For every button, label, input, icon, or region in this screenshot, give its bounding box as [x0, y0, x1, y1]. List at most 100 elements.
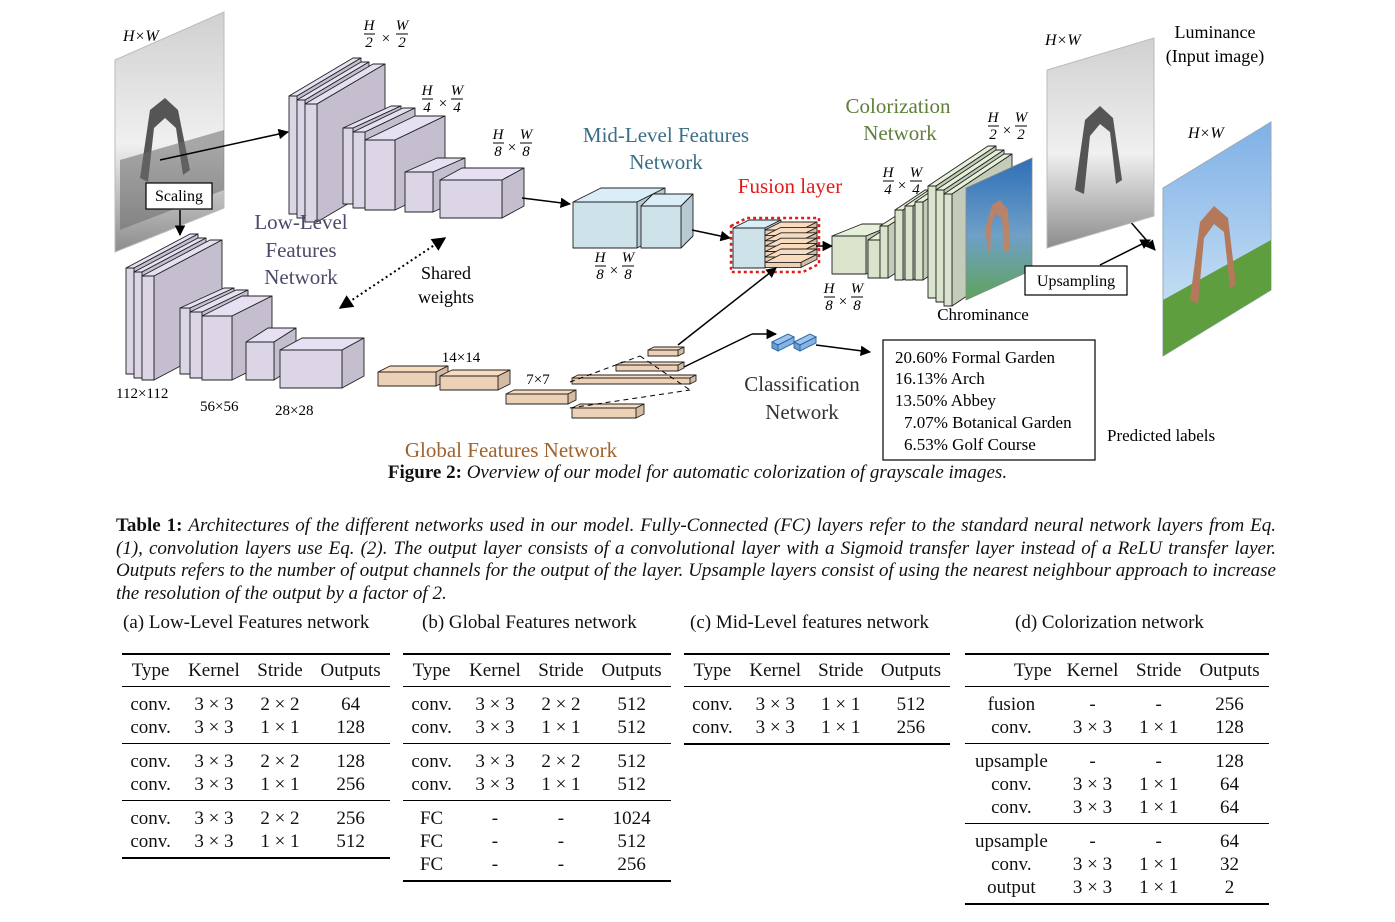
mid-level-layer — [640, 193, 694, 249]
table-cell-stride: 1 × 1 — [260, 774, 300, 795]
table-cell-stride: 2 × 2 — [260, 694, 300, 715]
table-cell-outputs: 64 — [341, 694, 361, 715]
global-layer — [571, 403, 645, 419]
table-cell-type: conv. — [692, 717, 733, 738]
colorization-title-2: Network — [863, 121, 937, 145]
table-cell-outputs: 2 — [1224, 877, 1235, 898]
table-cell-type: conv. — [692, 694, 733, 715]
prediction-4: 7.07% Botanical Garden — [904, 413, 1072, 432]
global-features-title: Global Features Network — [405, 438, 618, 462]
dim-112: 112×112 — [116, 386, 168, 402]
table-row: fusion--256 — [965, 687, 1269, 717]
table-cell-type: conv. — [130, 831, 171, 852]
low-level-layer — [279, 337, 365, 389]
luminance-image — [1046, 37, 1155, 249]
svg-text:×: × — [610, 263, 618, 279]
svg-text:8: 8 — [596, 267, 604, 283]
svg-text:×: × — [382, 31, 390, 47]
subtable-d-caption: (d) Colorization network — [1015, 612, 1204, 633]
svg-text:4: 4 — [423, 100, 431, 116]
global-layer — [439, 369, 511, 391]
table-cell-kernel: - — [491, 808, 499, 829]
svg-text:H: H — [492, 127, 505, 143]
table-cell-stride: 2 × 2 — [260, 751, 300, 772]
svg-text:H: H — [823, 281, 836, 297]
subtable-a-caption: (a) Low-Level Features network — [123, 612, 370, 633]
svg-text:Scaling: Scaling — [155, 188, 203, 205]
table-cell-kernel: 3 × 3 — [755, 717, 795, 738]
low-level-title-3: Network — [264, 265, 338, 289]
column-header-stride: Stride — [818, 660, 864, 681]
table-cell-outputs: 512 — [336, 831, 365, 852]
svg-text:×: × — [898, 178, 906, 194]
column-header-stride: Stride — [257, 660, 303, 681]
column-header-type: Type — [693, 660, 732, 681]
shared-weights-label-1: Shared — [421, 263, 471, 283]
classification-title-1: Classification — [744, 372, 860, 396]
table-cell-stride: 1 × 1 — [1139, 717, 1179, 738]
table-cell-outputs: 1024 — [612, 808, 651, 829]
svg-text:W: W — [451, 83, 465, 99]
global-layer — [571, 374, 697, 385]
svg-text:8: 8 — [624, 267, 632, 283]
table-cell-stride: - — [557, 831, 565, 852]
svg-text:×: × — [839, 294, 847, 310]
table-cell-type: conv. — [130, 694, 171, 715]
column-header-kernel: Kernel — [469, 660, 521, 681]
svg-text:×: × — [508, 140, 516, 156]
svg-text:W: W — [520, 127, 534, 143]
subtable-b-caption: (b) Global Features network — [422, 612, 637, 633]
table-cell-kernel: 3 × 3 — [194, 774, 234, 795]
svg-text:8: 8 — [853, 298, 861, 314]
low-level-features-stack-lower — [125, 233, 365, 389]
architecture-figure: H×W Scaling Low-Level Features Network H… — [114, 11, 1272, 483]
prediction-5: 6.53% Golf Course — [904, 435, 1036, 454]
table-cell-type: conv. — [411, 694, 452, 715]
column-header-outputs: Outputs — [601, 660, 662, 681]
column-header-outputs: Outputs — [880, 660, 941, 681]
classification-title-2: Network — [765, 400, 839, 424]
global-layer — [505, 389, 577, 405]
table-cell-type: upsample — [974, 831, 1048, 852]
table-cell-kernel: 3 × 3 — [1072, 774, 1113, 795]
chrominance-image — [965, 157, 1033, 301]
table-cell-outputs: 256 — [617, 854, 646, 875]
column-header-type: Type — [1014, 660, 1052, 681]
global-features-stack — [377, 346, 697, 419]
luminance-dim-label: H×W — [1044, 32, 1082, 49]
table-cell-type: conv. — [130, 751, 171, 772]
svg-text:4: 4 — [884, 182, 892, 198]
table-cell-outputs: 64 — [1220, 831, 1240, 852]
table-cell-outputs: 512 — [617, 831, 646, 852]
table-cell-type: conv. — [411, 751, 452, 772]
table-caption-text: Architectures of the different networks … — [116, 515, 1276, 604]
low-level-title-1: Low-Level — [254, 210, 347, 234]
luminance-label-2: (Input image) — [1166, 46, 1264, 67]
dim-label-h2w2-color: H 2 × W 2 — [987, 110, 1029, 143]
svg-text:W: W — [851, 281, 865, 297]
input-grayscale-image — [114, 11, 225, 253]
dim-label-h8w8-low: H 8 × W 8 — [492, 127, 534, 160]
svg-text:2: 2 — [1017, 127, 1025, 143]
column-header-stride: Stride — [538, 660, 584, 681]
table-cell-outputs: 512 — [617, 717, 646, 738]
table-cell-stride: 1 × 1 — [541, 717, 581, 738]
table-cell-type: conv. — [991, 774, 1032, 795]
mid-level-title-2: Network — [629, 150, 703, 174]
table-cell-type: conv. — [130, 774, 171, 795]
output-color-image — [1162, 121, 1272, 357]
dim-label-h4w4: H 4 × W 4 — [421, 83, 465, 116]
